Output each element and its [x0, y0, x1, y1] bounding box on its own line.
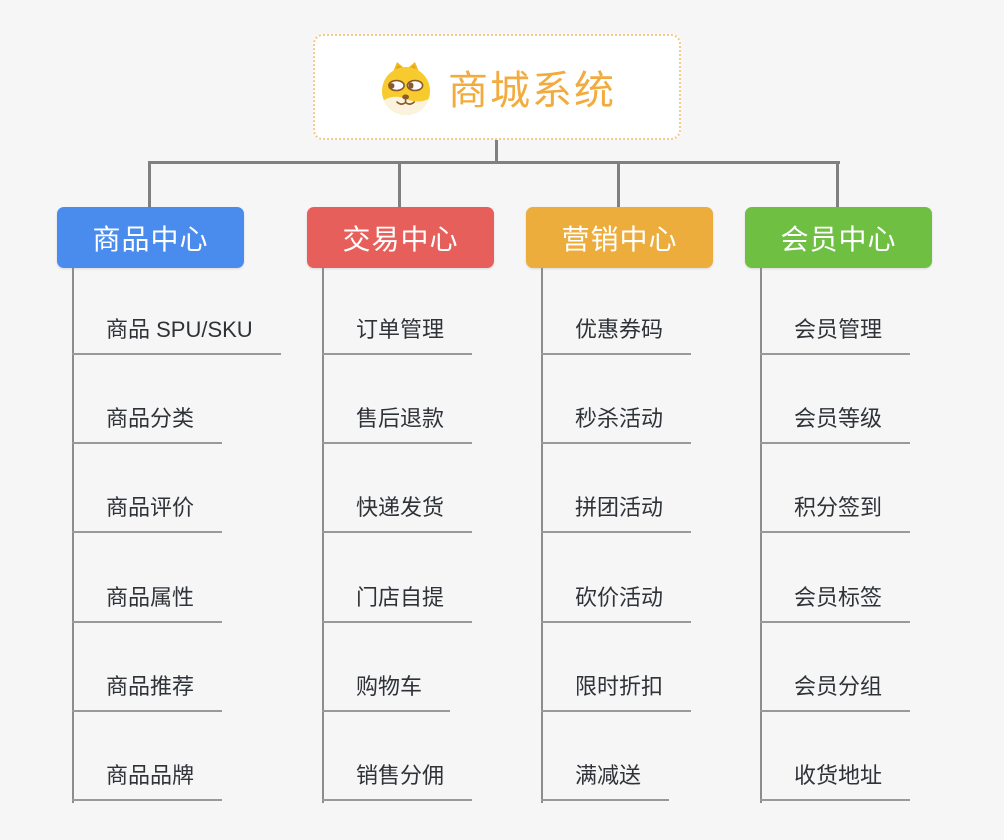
- child-topic[interactable]: 商品品牌: [72, 761, 223, 801]
- child-topic[interactable]: 快递发货: [322, 493, 473, 533]
- branch-trunk-line: [541, 268, 543, 803]
- root-title: 商城系统: [448, 69, 616, 113]
- branch-topic-3[interactable]: 营销中心: [526, 207, 713, 268]
- branch-topic-4[interactable]: 会员中心: [745, 207, 932, 268]
- child-topic[interactable]: 商品 SPU/SKU: [72, 315, 281, 355]
- child-topic[interactable]: 积分签到: [760, 493, 911, 533]
- branch-trunk-line: [322, 268, 324, 803]
- child-topic[interactable]: 购物车: [322, 672, 451, 712]
- child-topic[interactable]: 限时折扣: [541, 672, 692, 712]
- child-topic[interactable]: 会员等级: [760, 404, 911, 444]
- child-topic[interactable]: 收货地址: [760, 761, 911, 801]
- branch-trunk-line: [760, 268, 762, 803]
- branch-drop-line: [617, 161, 620, 210]
- branch-drop-line: [148, 161, 151, 210]
- child-topic[interactable]: 秒杀活动: [541, 404, 692, 444]
- branch-bus-line: [149, 161, 840, 164]
- child-topic[interactable]: 门店自提: [322, 583, 473, 623]
- branch-topic-2[interactable]: 交易中心: [307, 207, 494, 268]
- child-topic[interactable]: 商品分类: [72, 404, 223, 444]
- child-topic[interactable]: 商品评价: [72, 493, 223, 533]
- child-topic[interactable]: 售后退款: [322, 404, 473, 444]
- child-topic[interactable]: 会员分组: [760, 672, 911, 712]
- child-topic[interactable]: 商品属性: [72, 583, 223, 623]
- branch-drop-line: [398, 161, 401, 210]
- root-topic[interactable]: 商城系统: [313, 34, 681, 140]
- doge-icon: [382, 62, 430, 115]
- branch-trunk-line: [72, 268, 74, 803]
- child-topic[interactable]: 商品推荐: [72, 672, 223, 712]
- child-topic[interactable]: 会员标签: [760, 583, 911, 623]
- root-stem-line: [495, 140, 498, 164]
- branch-drop-line: [836, 161, 839, 210]
- child-topic[interactable]: 订单管理: [322, 315, 473, 355]
- child-topic[interactable]: 会员管理: [760, 315, 911, 355]
- child-topic[interactable]: 满减送: [541, 761, 670, 801]
- child-topic[interactable]: 拼团活动: [541, 493, 692, 533]
- child-topic[interactable]: 优惠券码: [541, 315, 692, 355]
- child-topic[interactable]: 砍价活动: [541, 583, 692, 623]
- child-topic[interactable]: 销售分佣: [322, 761, 473, 801]
- branch-topic-1[interactable]: 商品中心: [57, 207, 244, 268]
